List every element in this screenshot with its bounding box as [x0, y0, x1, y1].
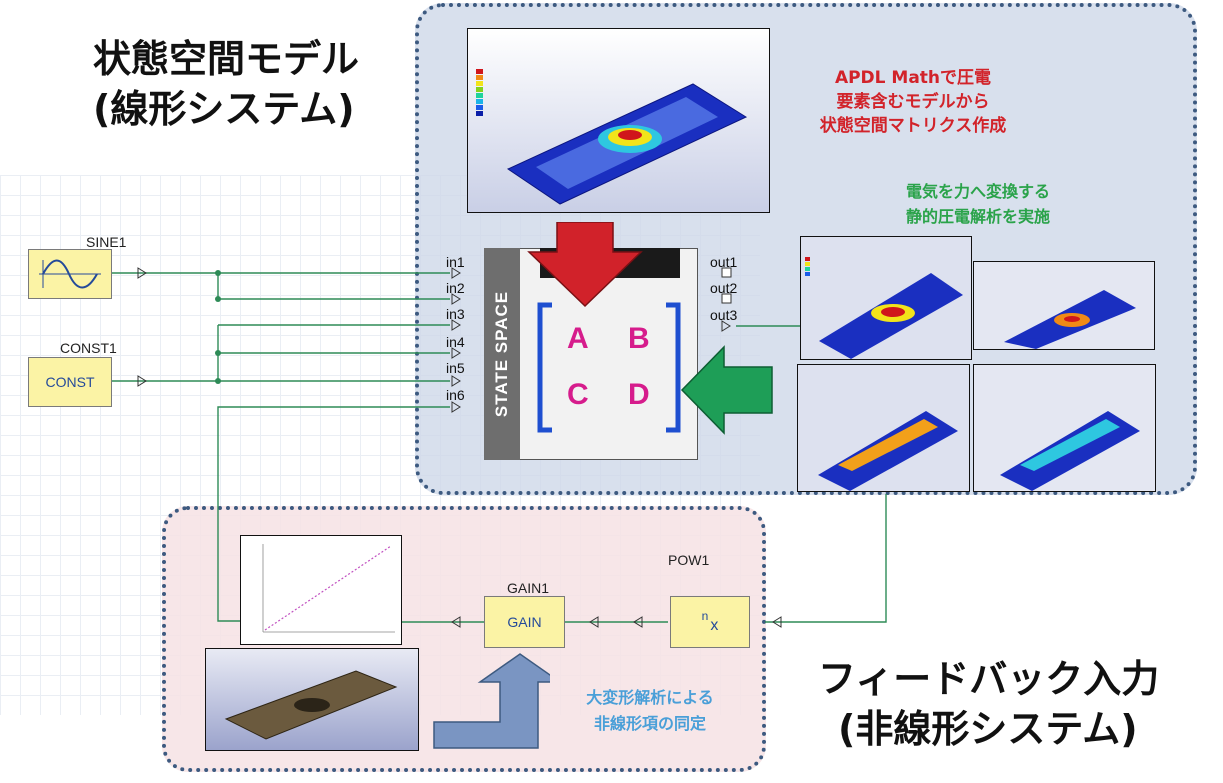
- junction-dot: [215, 350, 221, 356]
- port-in3: in3: [446, 306, 465, 322]
- sine-wave-icon: [39, 259, 101, 289]
- port-out3: out3: [710, 307, 738, 323]
- port-out2: out2: [710, 280, 738, 296]
- apdl-annotation-line3: 状態空間マトリクス作成: [819, 116, 1007, 136]
- blue-up-right-arrow-icon: [433, 653, 550, 749]
- gain1-label: GAIN1: [507, 580, 550, 596]
- matrix-c: C: [567, 378, 589, 411]
- static-annotation-line2: 静的圧電解析を実施: [905, 207, 1050, 226]
- large-deformation-screenshot: [205, 648, 419, 751]
- large-deformation-annotation-line2: 非線形項の同定: [593, 714, 706, 733]
- static-analysis-screenshot-4: [973, 364, 1156, 492]
- apdl-annotation-line2: 要素含むモデルから: [836, 92, 990, 112]
- static-annotation-line1: 電気を力へ変換する: [905, 182, 1050, 201]
- matrix-d: D: [628, 378, 650, 411]
- junction-dot: [215, 270, 221, 276]
- const1-label: CONST1: [60, 340, 117, 356]
- port-in5: in5: [446, 360, 465, 376]
- port-in4: in4: [446, 334, 465, 350]
- sine1-block[interactable]: [28, 249, 112, 299]
- state-space-sidebar: [484, 248, 520, 460]
- static-analysis-screenshot-1: [800, 236, 972, 360]
- pow1-exponent: n: [701, 609, 709, 623]
- port-in1: in1: [446, 254, 465, 270]
- displacement-plot: [240, 535, 402, 645]
- state-space-title-line2: (線形システム): [93, 87, 355, 131]
- matrix-b: B: [628, 322, 650, 355]
- green-left-arrow-icon: [680, 345, 773, 435]
- state-space-title-line1: 状態空間モデル: [93, 37, 360, 81]
- apdl-annotation-line1: APDL Mathで圧電: [834, 68, 992, 88]
- feedback-title-line2: (非線形システム): [838, 707, 1138, 751]
- port-out1: out1: [710, 254, 738, 270]
- junction-dot: [215, 378, 221, 384]
- static-analysis-screenshot-2: [973, 261, 1155, 350]
- red-down-arrow-icon: [527, 222, 643, 308]
- piezo-model-screenshot: [467, 28, 770, 213]
- state-space-label: STATE SPACE: [492, 290, 512, 418]
- pow1-label: POW1: [668, 552, 710, 568]
- pow1-base: x: [710, 617, 719, 634]
- port-in2: in2: [446, 280, 465, 296]
- sine1-label: SINE1: [86, 234, 127, 250]
- junction-dot: [215, 296, 221, 302]
- large-deformation-annotation-line1: 大変形解析による: [586, 688, 714, 707]
- feedback-title-line1: フィードバック入力: [818, 657, 1160, 701]
- port-in6: in6: [446, 387, 465, 403]
- matrix-brackets: [537, 302, 681, 433]
- gain1-block[interactable]: GAIN: [484, 596, 565, 648]
- const1-block[interactable]: CONST: [28, 357, 112, 407]
- static-analysis-screenshot-3: [797, 364, 970, 492]
- matrix-a: A: [567, 322, 589, 355]
- state-space-label-wrap: STATE SPACE: [484, 248, 520, 460]
